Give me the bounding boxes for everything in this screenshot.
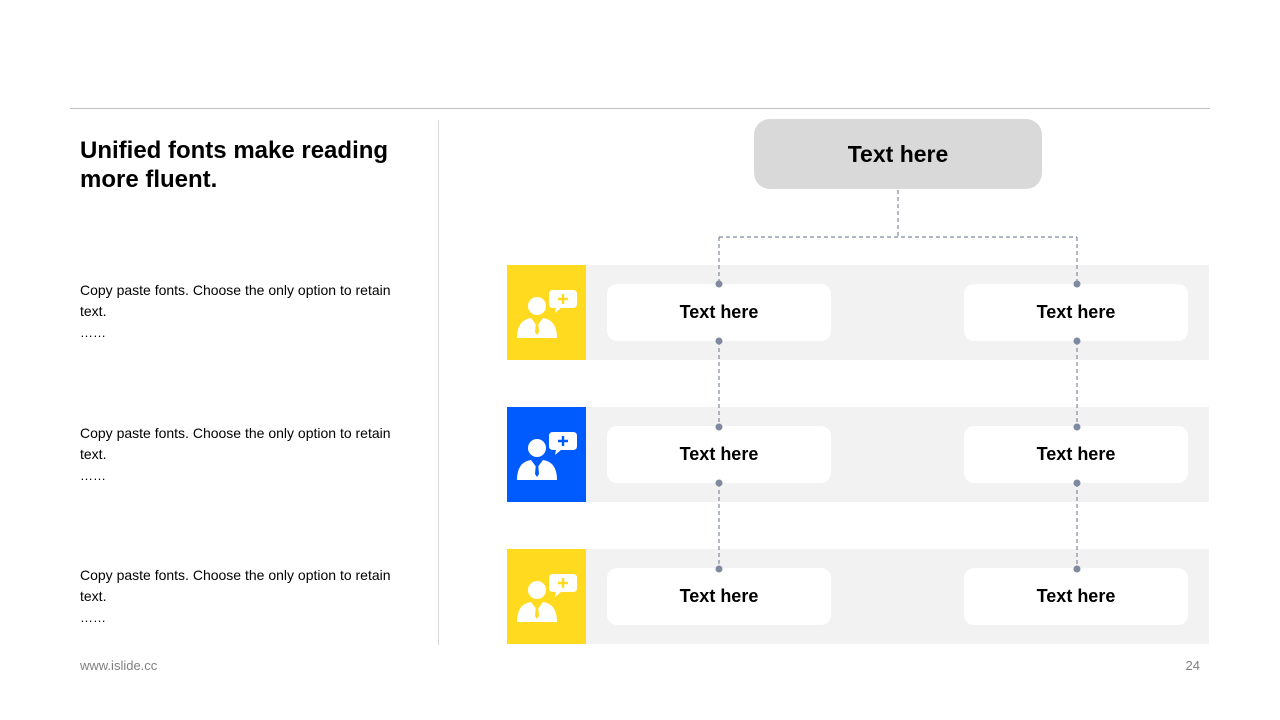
paragraph-text: Copy paste fonts. Choose the only option… bbox=[80, 282, 391, 319]
paragraph-text: Copy paste fonts. Choose the only option… bbox=[80, 425, 391, 462]
user-chat-icon bbox=[516, 573, 577, 622]
node-row1-right: Text here bbox=[964, 284, 1188, 341]
column-divider bbox=[438, 120, 439, 645]
paragraph-1: Copy paste fonts. Choose the only option… bbox=[80, 280, 410, 343]
root-node: Text here bbox=[754, 119, 1042, 189]
diagram-row-2: Text here Text here bbox=[507, 407, 1209, 502]
footer-url[interactable]: www.islide.cc bbox=[80, 658, 158, 673]
node-row1-left: Text here bbox=[607, 284, 831, 341]
icon-tile-2 bbox=[507, 407, 586, 502]
paragraph-2: Copy paste fonts. Choose the only option… bbox=[80, 423, 410, 486]
paragraph-3: Copy paste fonts. Choose the only option… bbox=[80, 565, 410, 628]
paragraph-ellipsis: …… bbox=[80, 325, 106, 340]
paragraph-ellipsis: …… bbox=[80, 610, 106, 625]
node-row2-right: Text here bbox=[964, 426, 1188, 483]
diagram-row-3: Text here Text here bbox=[507, 549, 1209, 644]
icon-tile-1 bbox=[507, 265, 586, 360]
node-row2-left: Text here bbox=[607, 426, 831, 483]
paragraph-text: Copy paste fonts. Choose the only option… bbox=[80, 567, 391, 604]
page-number: 24 bbox=[1185, 658, 1200, 673]
user-chat-icon bbox=[516, 431, 577, 480]
icon-tile-3 bbox=[507, 549, 586, 644]
header-rule bbox=[70, 108, 1210, 109]
diagram-row-1: Text here Text here bbox=[507, 265, 1209, 360]
node-row3-left: Text here bbox=[607, 568, 831, 625]
user-chat-icon bbox=[516, 289, 577, 338]
node-row3-right: Text here bbox=[964, 568, 1188, 625]
paragraph-ellipsis: …… bbox=[80, 468, 106, 483]
headline: Unified fonts make reading more fluent. bbox=[80, 137, 389, 193]
